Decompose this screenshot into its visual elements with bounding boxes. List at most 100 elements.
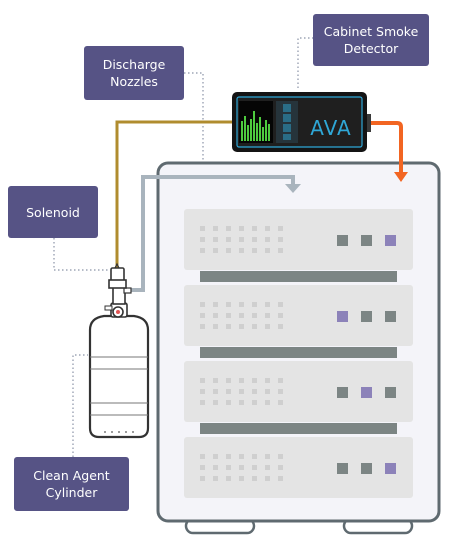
server-rack-units [184, 209, 413, 498]
server-vent-dot [278, 465, 283, 470]
server-vent-dot [265, 237, 270, 242]
server-vent-dot [252, 248, 257, 253]
cabinet-smoke-detector-label-line1: Cabinet Smoke [323, 24, 419, 39]
server-vent-dot [200, 476, 205, 481]
server-vent-dot [278, 476, 283, 481]
server-vent-dot [265, 389, 270, 394]
server-vent-dot [200, 302, 205, 307]
server-vent-dot [265, 400, 270, 405]
cabinet-smoke-detector-label-line2: Detector [343, 41, 399, 56]
server-vent-dot [278, 237, 283, 242]
server-vent-dot [200, 237, 205, 242]
server-vent-dot [213, 389, 218, 394]
server-vent-dot [226, 313, 231, 318]
server-indicator-light [385, 235, 396, 246]
server-vent-dot [200, 400, 205, 405]
server-vent-dot [265, 378, 270, 383]
server-indicator-light [361, 235, 372, 246]
clean-agent-cylinder-label-line1: Clean Agent [33, 468, 110, 483]
server-vent-dot [226, 454, 231, 459]
server-vent-dot [213, 313, 218, 318]
server-vent-dot [239, 226, 244, 231]
server-vent-dot [278, 400, 283, 405]
server-indicator-light [385, 463, 396, 474]
solenoid-valve [108, 262, 127, 289]
server-vent-dot [200, 465, 205, 470]
smoke-detector-leader [297, 37, 313, 88]
server-unit [184, 285, 413, 346]
sampling-pipe [369, 121, 403, 172]
server-vent-dot [278, 389, 283, 394]
server-vent-dot [213, 324, 218, 329]
server-vent-dot [226, 476, 231, 481]
server-vent-dot [265, 476, 270, 481]
discharge-nozzles-label-line2: Nozzles [110, 74, 158, 89]
server-vent-dot [200, 324, 205, 329]
server-vent-dot [278, 302, 283, 307]
server-vent-dot [213, 400, 218, 405]
server-vent-dot [252, 454, 257, 459]
server-vent-dot [252, 237, 257, 242]
server-vent-dot [200, 313, 205, 318]
detector-brand-text: AVA [310, 116, 352, 140]
server-vent-dot [265, 226, 270, 231]
server-vent-dot [226, 324, 231, 329]
solenoid-wire [115, 120, 234, 270]
server-vent-dot [239, 237, 244, 242]
rack-rail [200, 347, 397, 358]
server-vent-dot [252, 313, 257, 318]
server-indicator-light [385, 311, 396, 322]
server-vent-dot [200, 389, 205, 394]
server-vent-dot [239, 400, 244, 405]
server-vent-dot [226, 400, 231, 405]
clean-agent-cylinder-label: Clean Agent Cylinder [14, 457, 129, 511]
server-vent-dot [200, 248, 205, 253]
server-vent-dot [226, 226, 231, 231]
server-vent-dot [226, 378, 231, 383]
server-indicator-light [385, 387, 396, 398]
server-vent-dot [200, 378, 205, 383]
server-vent-dot [226, 302, 231, 307]
server-vent-dot [265, 248, 270, 253]
server-indicator-light [361, 311, 372, 322]
discharge-nozzles-label-line1: Discharge [102, 57, 166, 72]
server-vent-dot [239, 465, 244, 470]
server-vent-dot [265, 302, 270, 307]
discharge-nozzle-arrow [285, 184, 301, 193]
server-vent-dot [239, 302, 244, 307]
server-vent-dot [252, 465, 257, 470]
rack-rail [200, 423, 397, 434]
server-unit [184, 361, 413, 422]
server-indicator-light [361, 463, 372, 474]
solenoid-label: Solenoid [8, 186, 98, 238]
server-vent-dot [213, 226, 218, 231]
server-indicator-light [337, 235, 348, 246]
server-vent-dot [278, 324, 283, 329]
server-vent-dot [239, 389, 244, 394]
server-indicator-light [337, 387, 348, 398]
server-vent-dot [200, 454, 205, 459]
cylinder-leader [72, 354, 88, 457]
server-vent-dot [239, 454, 244, 459]
discharge-pipe [129, 175, 295, 292]
server-vent-dot [213, 454, 218, 459]
discharge-nozzles-label: Discharge Nozzles [84, 46, 184, 100]
solenoid-label-text: Solenoid [26, 204, 80, 220]
server-vent-dot [213, 378, 218, 383]
server-vent-dot [252, 400, 257, 405]
clean-agent-cylinder [88, 286, 150, 439]
server-vent-dot [239, 324, 244, 329]
server-vent-dot [226, 237, 231, 242]
cabinet-smoke-detector-label: Cabinet Smoke Detector [313, 14, 429, 66]
server-vent-dot [239, 313, 244, 318]
rack-rail [200, 271, 397, 282]
server-vent-dot [213, 302, 218, 307]
server-vent-dot [252, 324, 257, 329]
server-vent-dot [213, 476, 218, 481]
server-vent-dot [252, 378, 257, 383]
server-vent-dot [213, 465, 218, 470]
solenoid-leader [53, 238, 110, 271]
server-vent-dot [252, 389, 257, 394]
server-vent-dot [278, 454, 283, 459]
